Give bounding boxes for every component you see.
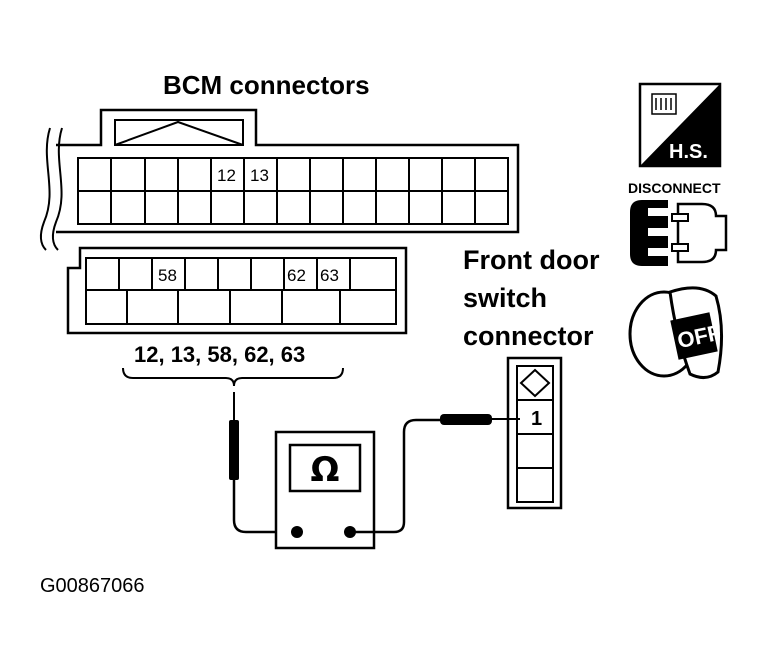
bcm-upper-connector xyxy=(39,108,520,251)
ohmmeter xyxy=(274,430,376,550)
harness-side-icon-label: H.S. xyxy=(669,141,708,163)
bcm-connectors-title: BCM connectors xyxy=(163,70,370,100)
bcm-pin-62: 62 xyxy=(287,266,306,285)
disconnect-icon xyxy=(630,200,728,266)
bcm-upper-cell-dividers xyxy=(110,158,476,224)
front-door-label-line2: switch xyxy=(463,283,547,313)
door-probe xyxy=(350,414,520,534)
bcm-lower-connector xyxy=(66,246,408,335)
figure-code: G00867066 xyxy=(40,575,145,597)
pin-list-label: 12, 13, 58, 62, 63 xyxy=(134,342,305,367)
front-door-pin-1: 1 xyxy=(531,408,542,430)
bcm-pin-63: 63 xyxy=(320,266,339,285)
front-door-connector xyxy=(506,356,563,510)
disconnect-label: DISCONNECT xyxy=(628,180,721,196)
harness-side-icon xyxy=(638,82,722,168)
ignition-off-icon xyxy=(628,286,724,379)
pin-list-bracket xyxy=(122,367,344,387)
front-door-label-line1: Front door xyxy=(463,245,600,275)
ohm-symbol: Ω xyxy=(311,450,340,490)
bcm-lower-cell-dividers xyxy=(118,258,351,324)
bcm-probe xyxy=(229,392,296,534)
bcm-pin-58: 58 xyxy=(158,266,177,285)
front-door-label-line3: connector xyxy=(463,321,594,351)
bcm-pin-12: 12 xyxy=(217,166,236,185)
bcm-pin-13: 13 xyxy=(250,166,269,185)
